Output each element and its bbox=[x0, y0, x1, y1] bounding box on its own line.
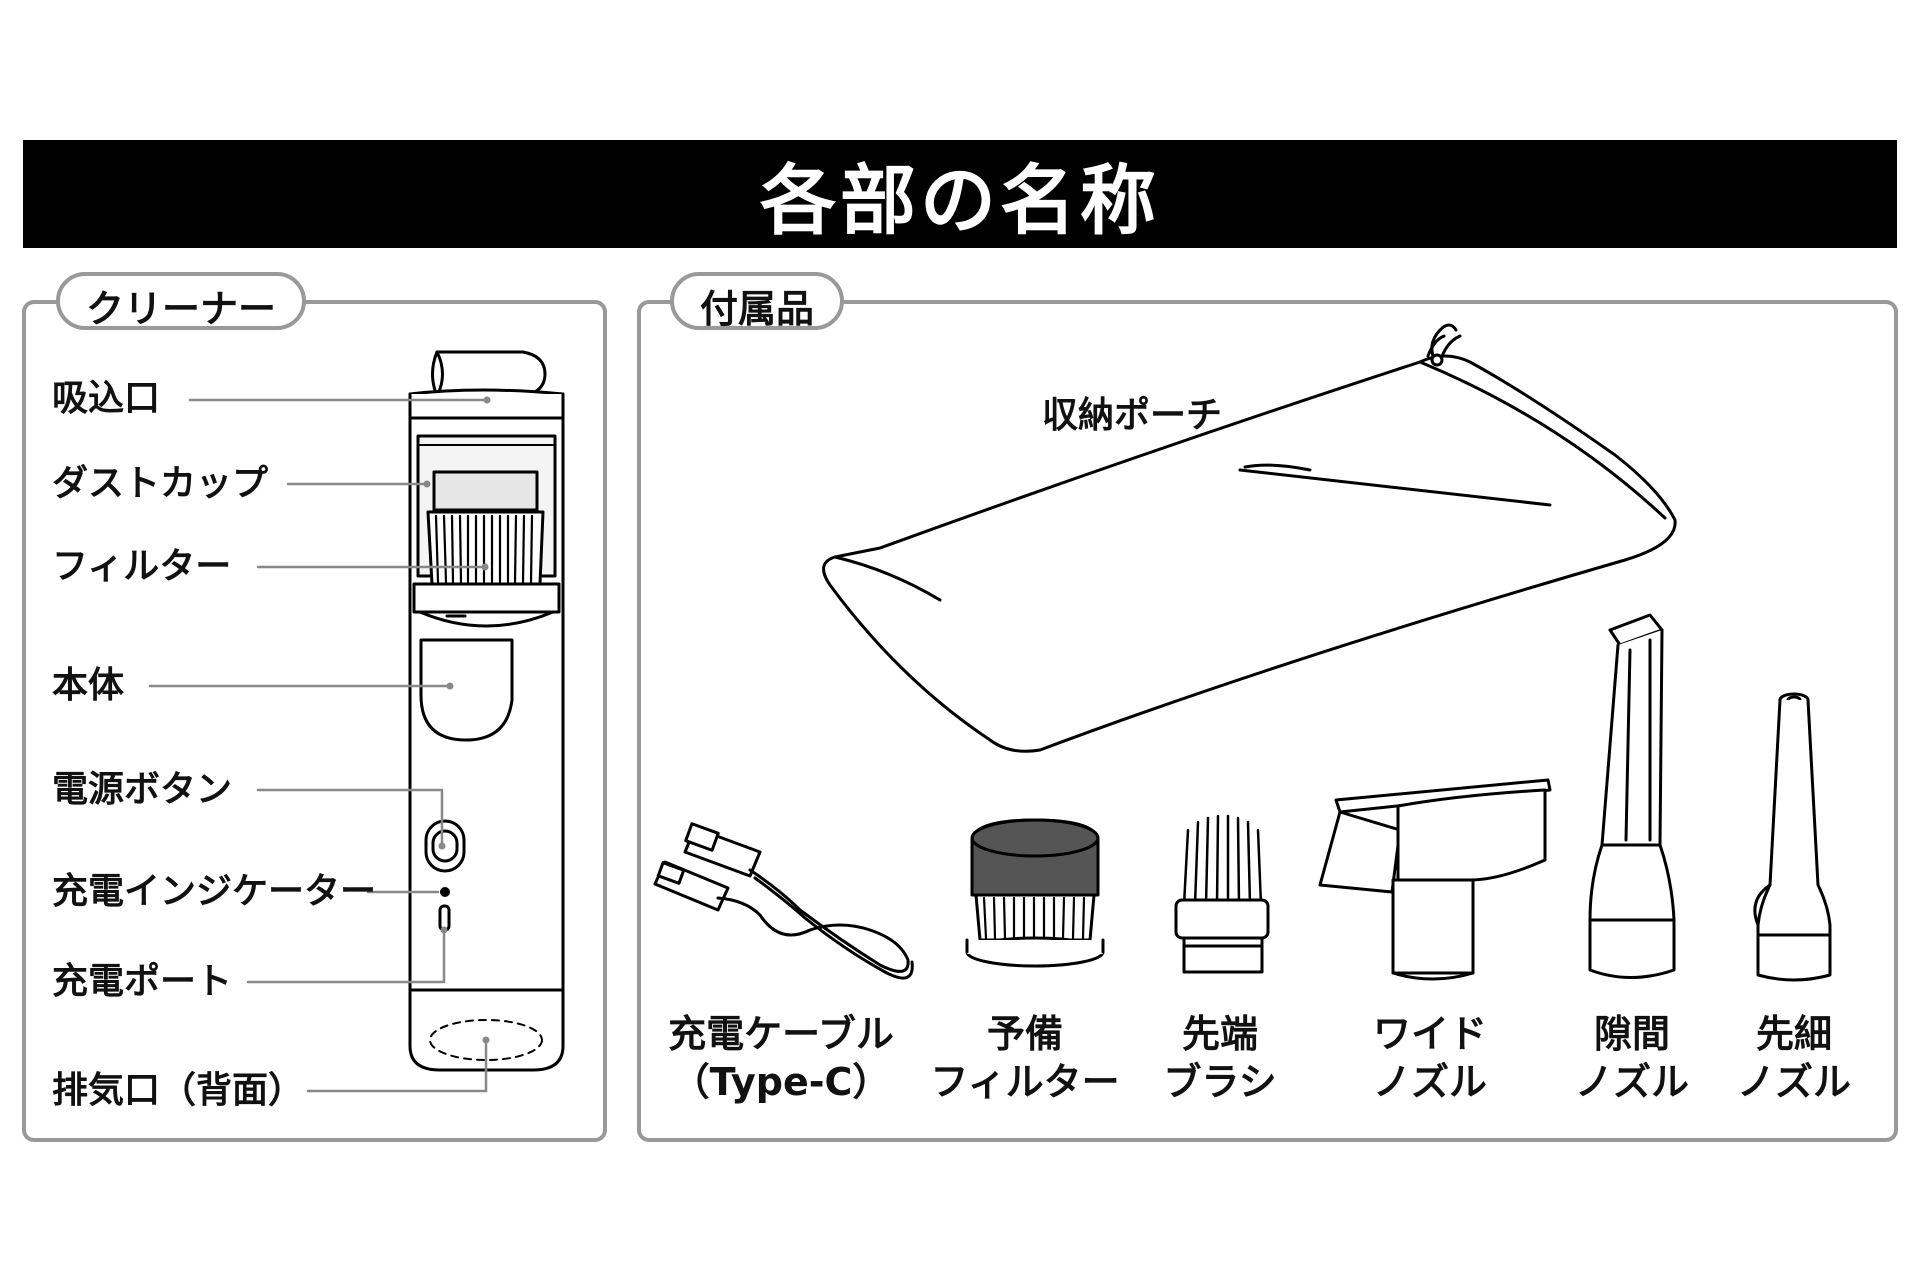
label-filter: フィルター bbox=[52, 546, 232, 587]
caption-brush: 先端 ブラシ bbox=[1150, 1010, 1290, 1106]
caption-wide-nozzle: ワイド ノズル bbox=[1360, 1010, 1500, 1106]
accessories-heading: 付属品 bbox=[670, 272, 845, 331]
brush-illustration bbox=[1174, 814, 1270, 974]
caption-crevice-nozzle: 隙間 ノズル bbox=[1562, 1010, 1702, 1106]
label-intake: 吸込口 bbox=[52, 378, 161, 419]
pouch-illustration bbox=[822, 323, 1677, 753]
caption-cable: 充電ケーブル （Type-C） bbox=[661, 1010, 901, 1106]
caption-fine-nozzle-line1: 先細 bbox=[1755, 1012, 1832, 1056]
caption-spare-filter: 予備 フィルター bbox=[925, 1010, 1125, 1106]
caption-cable-line1: 充電ケーブル bbox=[668, 1012, 894, 1056]
caption-wide-nozzle-line2: ノズル bbox=[1372, 1060, 1487, 1104]
caption-wide-nozzle-line1: ワイド bbox=[1372, 1012, 1487, 1056]
label-charge-port: 充電ポート bbox=[52, 961, 233, 1002]
accessories-panel bbox=[637, 300, 1898, 1142]
caption-fine-nozzle: 先細 ノズル bbox=[1724, 1010, 1864, 1106]
caption-brush-line1: 先端 bbox=[1181, 1012, 1258, 1056]
cable-illustration bbox=[653, 822, 914, 980]
caption-spare-filter-line1: 予備 bbox=[986, 1012, 1063, 1056]
label-body: 本体 bbox=[52, 665, 125, 706]
caption-brush-line2: ブラシ bbox=[1163, 1060, 1277, 1104]
vacuum-illustration bbox=[408, 350, 565, 1072]
spare-filter-illustration bbox=[965, 818, 1105, 968]
caption-cable-line2: （Type-C） bbox=[671, 1060, 891, 1104]
cleaner-panel bbox=[22, 300, 607, 1142]
page-title: 各部の名称 bbox=[760, 156, 1160, 245]
label-dust-cup: ダストカップ bbox=[52, 463, 269, 504]
label-power-button: 電源ボタン bbox=[52, 769, 233, 810]
crevice-nozzle-illustration bbox=[1588, 613, 1676, 979]
leader-lines bbox=[148, 396, 491, 1093]
label-charge-indicator: 充電インジケーター bbox=[52, 871, 377, 912]
cleaner-heading: クリーナー bbox=[56, 272, 307, 331]
caption-crevice-nozzle-line1: 隙間 bbox=[1593, 1012, 1670, 1056]
caption-fine-nozzle-line2: ノズル bbox=[1736, 1060, 1851, 1104]
caption-spare-filter-line2: フィルター bbox=[930, 1060, 1120, 1104]
wide-nozzle-illustration bbox=[1318, 778, 1552, 981]
title-banner: 各部の名称 bbox=[23, 140, 1897, 248]
label-exhaust: 排気口（背面） bbox=[52, 1070, 305, 1111]
caption-crevice-nozzle-line2: ノズル bbox=[1574, 1060, 1689, 1104]
fine-nozzle-illustration bbox=[1753, 692, 1832, 982]
label-pouch: 収納ポーチ bbox=[1042, 395, 1223, 436]
